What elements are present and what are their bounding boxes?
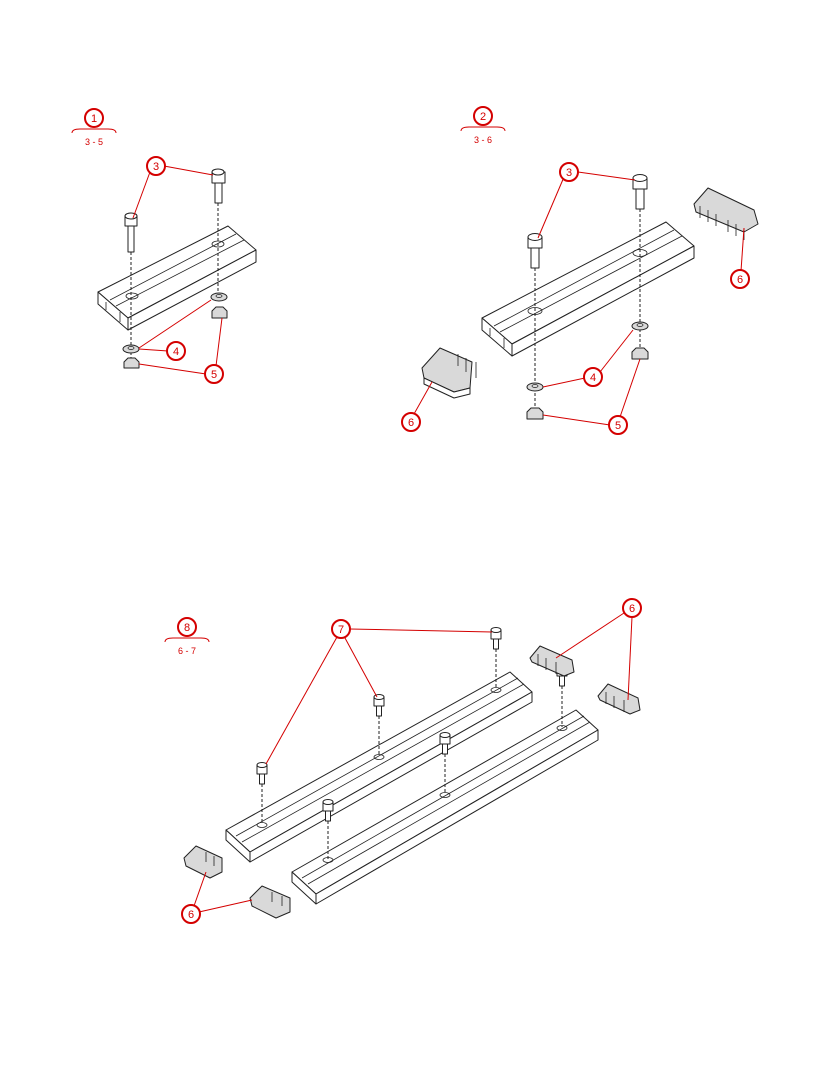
svg-text:6: 6 bbox=[629, 603, 635, 615]
step-2-washer-right bbox=[631, 321, 649, 331]
step-1-washer-left bbox=[122, 344, 140, 354]
step-2-callout-screw: 3 bbox=[559, 162, 579, 182]
step-1-nut-right bbox=[211, 306, 228, 319]
step-8-callout-cap-bottom: 6 bbox=[181, 904, 201, 924]
step-2-end-cap-left bbox=[421, 347, 477, 399]
step-2-brace bbox=[460, 126, 506, 132]
step-1-callout-washer: 4 bbox=[166, 341, 186, 361]
step-8-callout-cap-top: 6 bbox=[622, 598, 642, 618]
svg-text:6: 6 bbox=[408, 417, 414, 429]
step-2-nut-right bbox=[631, 347, 649, 360]
step-1-callout-screw: 3 bbox=[146, 156, 166, 176]
step-8-range: 6 - 7 bbox=[178, 646, 196, 656]
step-8-rail-front bbox=[291, 709, 599, 905]
step-2-callout-cap-right: 6 bbox=[730, 269, 750, 289]
svg-text:4: 4 bbox=[173, 346, 179, 358]
step-1-rail bbox=[97, 225, 257, 331]
step-1-brace bbox=[71, 128, 117, 134]
step-1-nut-left bbox=[123, 357, 140, 369]
step-8-end-cap-tr-1 bbox=[529, 645, 575, 677]
step-2-header: 2 3 - 6 bbox=[460, 106, 506, 145]
svg-text:3: 3 bbox=[566, 167, 572, 179]
svg-text:7: 7 bbox=[338, 624, 344, 636]
step-2-screw-right bbox=[632, 174, 648, 210]
step-2-range: 3 - 6 bbox=[474, 135, 492, 145]
step-8-brace bbox=[164, 637, 210, 643]
step-2-callout-nut: 5 bbox=[608, 415, 628, 435]
svg-text:5: 5 bbox=[211, 369, 217, 381]
step-1-badge: 1 bbox=[84, 108, 104, 128]
step-2-number: 2 bbox=[480, 111, 486, 123]
step-2-washer-left bbox=[526, 382, 544, 392]
step-1-washer-right bbox=[210, 292, 228, 302]
svg-text:6: 6 bbox=[737, 274, 743, 286]
step-8-screw-3 bbox=[490, 627, 502, 650]
step-1-range: 3 - 5 bbox=[85, 137, 103, 147]
step-2-callout-cap-left: 6 bbox=[401, 412, 421, 432]
step-2-screw-left bbox=[527, 233, 543, 269]
svg-text:4: 4 bbox=[590, 372, 596, 384]
step-8-end-cap-bl-1 bbox=[183, 845, 223, 879]
step-8-screw-1 bbox=[256, 762, 268, 785]
step-8-end-cap-tr-2 bbox=[597, 683, 641, 715]
step-8-screw-5 bbox=[439, 732, 451, 755]
step-2-end-cap-right bbox=[693, 187, 759, 240]
step-1-screw-left bbox=[124, 212, 138, 253]
step-8-badge: 8 bbox=[177, 617, 197, 637]
step-2-rail bbox=[481, 221, 695, 357]
step-8-rail-back bbox=[225, 671, 533, 863]
svg-text:5: 5 bbox=[615, 420, 621, 432]
svg-text:3: 3 bbox=[153, 161, 159, 173]
step-1-screw-right bbox=[211, 168, 226, 204]
step-8-callout-screw: 7 bbox=[331, 619, 351, 639]
step-1-callout-nut: 5 bbox=[204, 364, 224, 384]
step-8-number: 8 bbox=[184, 622, 190, 634]
step-8-end-cap-bl-2 bbox=[249, 885, 291, 919]
step-8-header: 8 6 - 7 bbox=[164, 617, 210, 656]
svg-text:6: 6 bbox=[188, 909, 194, 921]
step-1-number: 1 bbox=[91, 113, 97, 125]
step-2-badge: 2 bbox=[473, 106, 493, 126]
step-2-nut-left bbox=[526, 407, 544, 420]
step-2-callout-washer: 4 bbox=[583, 367, 603, 387]
step-1-header: 1 3 - 5 bbox=[71, 108, 117, 147]
step-8-screw-2 bbox=[373, 694, 385, 717]
